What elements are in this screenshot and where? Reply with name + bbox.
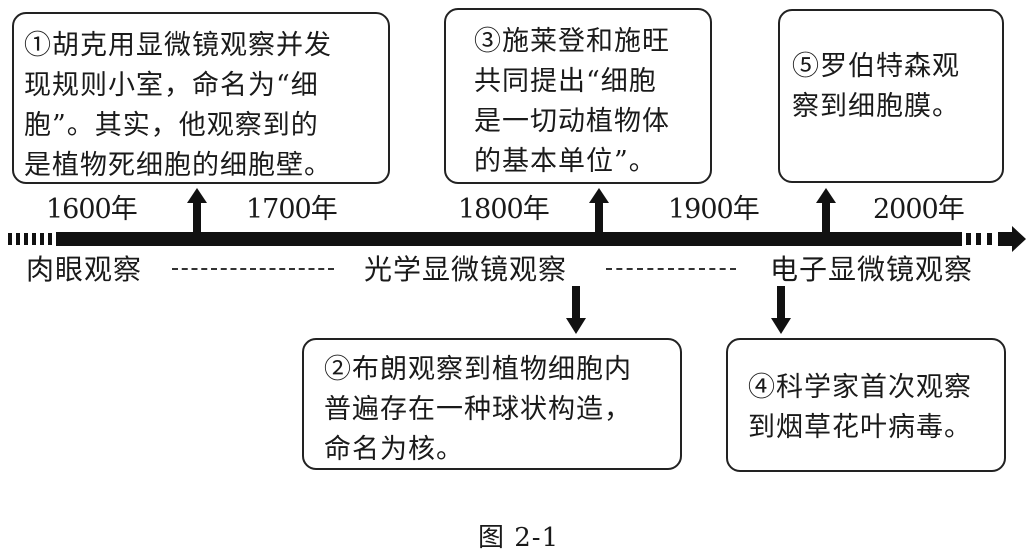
arrow-down-event-2 <box>566 286 586 334</box>
event-box-2: ②布朗观察到植物细胞内 普遍存在一种球状构造， 命名为核。 <box>302 338 682 470</box>
event-5-line: ⑤罗伯特森观 <box>792 51 960 82</box>
era-separator-dashes <box>606 268 736 270</box>
year-label-1900: 1900年 <box>668 194 760 225</box>
event-3-line: 的基本单位”。 <box>474 146 657 177</box>
arrow-up-event-1 <box>187 188 207 234</box>
event-1-line: ①胡克用显微镜观察并发 <box>24 30 332 61</box>
year-label-1600: 1600年 <box>46 194 138 225</box>
event-box-1: ①胡克用显微镜观察并发 现规则小室，命名为“细 胞”。其实，他观察到的 是植物死… <box>12 12 390 184</box>
era-label-light-microscope: 光学显微镜观察 <box>364 253 568 286</box>
arrow-down-event-4 <box>771 286 791 334</box>
event-1-line: 是植物死细胞的细胞壁。 <box>24 150 332 181</box>
event-2-line: 命名为核。 <box>324 434 464 465</box>
event-box-5: ⑤罗伯特森观 察到细胞膜。 <box>778 9 1004 183</box>
era-label-naked-eye: 肉眼观察 <box>26 253 143 286</box>
event-1-line: 胞”。其实，他观察到的 <box>24 110 319 141</box>
figure-caption: 图 2-1 <box>478 523 560 553</box>
event-2-line: 普遍存在一种球状构造， <box>324 394 632 425</box>
year-label-2000: 2000年 <box>873 194 965 225</box>
timeline-start-dots <box>8 233 52 245</box>
arrow-up-event-5 <box>816 188 836 234</box>
era-label-electron-microscope: 电子显微镜观察 <box>770 253 974 286</box>
event-4-line: 到烟草花叶病毒。 <box>748 412 972 443</box>
event-box-4: ④科学家首次观察 到烟草花叶病毒。 <box>726 338 1006 472</box>
event-4-line: ④科学家首次观察 <box>748 372 972 403</box>
event-3-line: ③施莱登和施旺 <box>474 26 670 57</box>
year-label-1800: 1800年 <box>458 194 550 225</box>
event-1-line: 现规则小室，命名为“细 <box>24 70 319 101</box>
era-separator-dashes <box>172 268 334 270</box>
event-box-3: ③施莱登和施旺 共同提出“细胞 是一切动植物体 的基本单位”。 <box>444 8 712 184</box>
arrow-up-event-3 <box>589 188 609 234</box>
event-3-line: 是一切动植物体 <box>474 106 670 137</box>
year-label-1700: 1700年 <box>246 194 338 225</box>
timeline-arrowhead-icon <box>998 226 1026 252</box>
event-2-line: ②布朗观察到植物细胞内 <box>324 354 632 385</box>
event-5-line: 察到细胞膜。 <box>792 91 960 122</box>
event-3-line: 共同提出“细胞 <box>474 66 657 97</box>
timeline-end-dots <box>966 233 992 245</box>
timeline-axis <box>56 232 962 246</box>
